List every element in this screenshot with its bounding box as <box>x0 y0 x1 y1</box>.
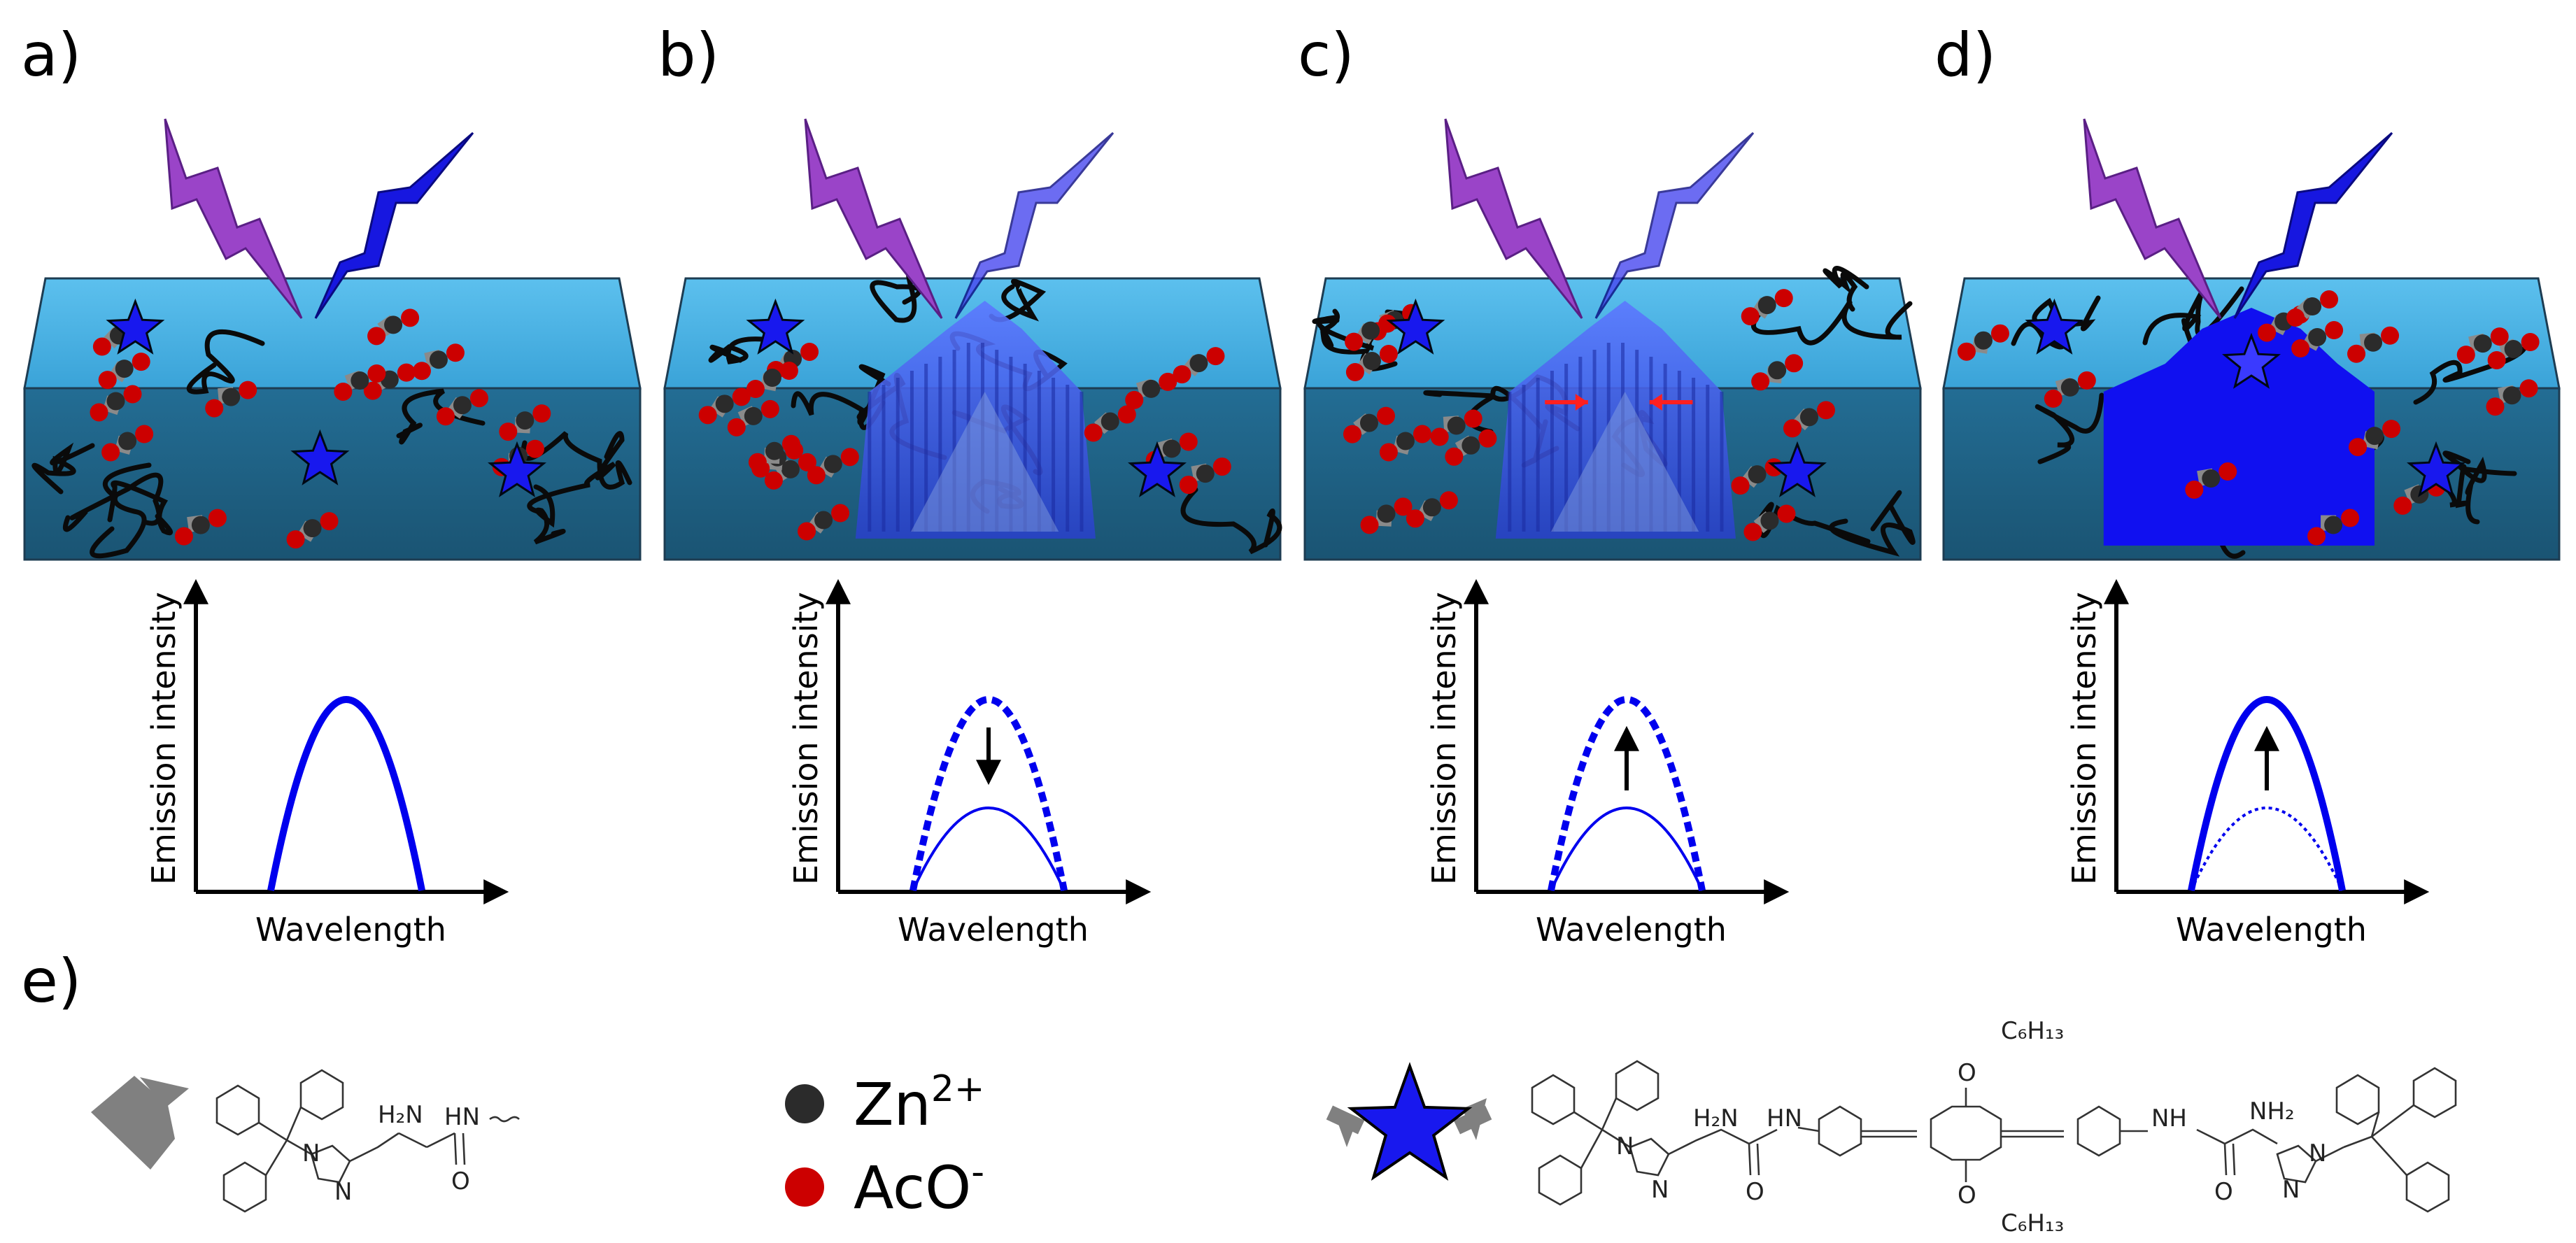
panel-label-b: b) <box>658 20 719 90</box>
emission-curve-quenched <box>912 807 1066 891</box>
coordination-clusters <box>90 298 551 549</box>
bis-histidine-opv-structure: H₂N HN O N N C₆H₁₃ O O C₆H₁₃ NH NH₂ O N … <box>1531 1017 2457 1237</box>
panel-label-a: a) <box>21 20 81 90</box>
coordination-clusters <box>1343 289 1835 541</box>
chem-left-amine: H₂N <box>378 1101 423 1129</box>
chem-right-right-amide: NH <box>2151 1105 2187 1132</box>
polymer-fibers <box>31 329 632 559</box>
emission-curve-initial <box>910 696 1068 891</box>
gel-crack <box>855 301 1096 539</box>
fluorophore-star <box>106 298 165 355</box>
chem-left-n1: N <box>302 1139 320 1167</box>
excitation-bolt <box>1444 118 1583 319</box>
acetate-ion-icon <box>785 1167 824 1207</box>
gel-crack <box>1495 301 1736 539</box>
chem-left-oxygen: O <box>451 1167 470 1195</box>
coordination-clusters <box>698 298 1231 541</box>
histidine-linker-icon <box>91 1076 189 1170</box>
closing-arrow-right-head <box>1649 394 1662 411</box>
chem-right-right-n2: N <box>2282 1176 2300 1204</box>
gel-block-d <box>1942 118 2561 561</box>
fluorophore-star <box>746 298 805 355</box>
star-fluorophore-icon <box>1347 1062 1473 1181</box>
chem-left-n2: N <box>334 1178 352 1206</box>
emission-bolt <box>954 132 1114 319</box>
fluorophore-star <box>488 441 546 497</box>
emission-bolt <box>1594 132 1755 319</box>
chem-right-c6h13-bottom: C₆H₁₃ <box>2001 1209 2064 1237</box>
x-axis-label: Wavelength <box>255 911 446 949</box>
chem-right-left-amine: H₂N <box>1693 1105 1739 1132</box>
chem-right-left-n1: N <box>1616 1132 1634 1160</box>
chem-right-right-amine: NH₂ <box>2249 1098 2295 1125</box>
y-axis-label: Emission intensity <box>787 592 825 885</box>
emission-curve-recovered <box>1548 696 1706 891</box>
zn-label: Zn2+ <box>854 1068 984 1139</box>
x-axis-label: Wavelength <box>898 911 1089 949</box>
x-axis-label: Wavelength <box>2176 911 2367 949</box>
zn-ion-icon <box>785 1084 824 1123</box>
aco-label: AcO- <box>854 1151 984 1222</box>
hydrogel-blocks <box>23 118 2561 561</box>
healed-region <box>2103 308 2375 546</box>
gel-block-b <box>663 118 1282 561</box>
emission-bolt <box>2233 132 2393 319</box>
x-axis-label: Wavelength <box>1536 911 1727 949</box>
fluorophore-star <box>2407 441 2465 497</box>
fluorophore-star <box>2222 332 2281 389</box>
panel-label-e: e) <box>21 946 81 1016</box>
excitation-bolt <box>164 118 303 319</box>
chem-right-c6h13-top: C₆H₁₃ <box>2001 1017 2064 1045</box>
fluorophore-star <box>1128 441 1187 497</box>
chem-right-left-n2: N <box>1651 1176 1669 1204</box>
closing-arrow-left-head <box>1575 394 1588 411</box>
fluorophore-star <box>290 429 350 485</box>
chem-right-left-amide: HN <box>1767 1105 1802 1132</box>
chem-right-o-bottom: O <box>1958 1181 1976 1209</box>
coordination-clusters <box>1957 290 2540 546</box>
chem-right-left-o: O <box>1746 1178 1764 1206</box>
y-axis-label: Emission intensity <box>2065 592 2103 885</box>
y-axis-label: Emission intensity <box>1425 592 1463 885</box>
fluorophore-star <box>2025 298 2084 355</box>
gel-block-a <box>23 118 642 561</box>
y-axis-label: Emission intensity <box>145 592 183 885</box>
chem-left-amide: HN <box>444 1103 480 1131</box>
trityl-histidine-structure: H₂N HN O N N <box>215 1069 520 1213</box>
gel-block-c <box>1303 118 1922 561</box>
emission-curve <box>267 696 425 891</box>
fluorophore-star <box>1386 298 1445 355</box>
excitation-bolt <box>2083 118 2222 319</box>
chem-right-o-top: O <box>1958 1059 1976 1087</box>
excitation-bolt <box>804 118 943 319</box>
emission-curve-quenched <box>1550 807 1704 891</box>
panel-label-d: d) <box>1934 20 1996 90</box>
panel-label-c: c) <box>1298 20 1354 90</box>
emission-bolt <box>314 132 474 319</box>
emission-curve-healed <box>2188 696 2346 891</box>
chem-right-right-n1: N <box>2309 1139 2326 1167</box>
emission-curve-prior <box>2190 807 2344 891</box>
chem-right-right-o: O <box>2214 1178 2233 1206</box>
fluorophore-star <box>1768 441 1827 497</box>
